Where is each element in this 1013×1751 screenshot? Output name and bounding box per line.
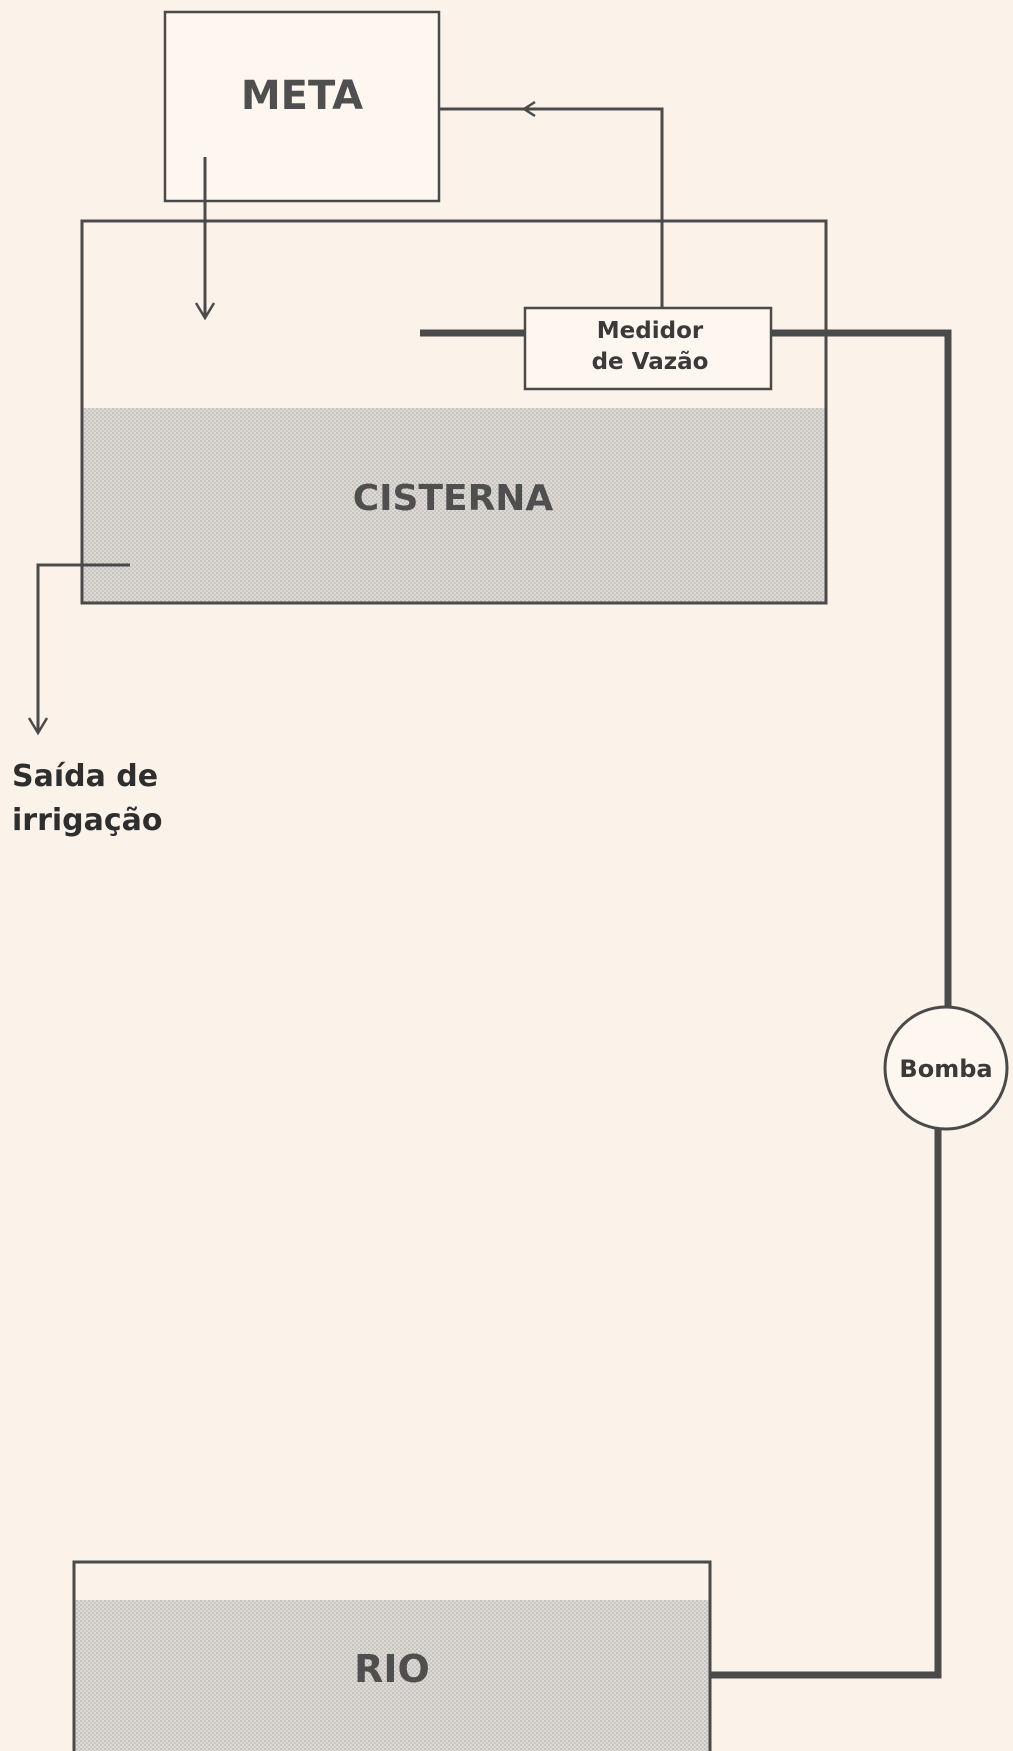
saida-label-line1: Saída de	[12, 759, 158, 794]
cisterna-water	[82, 408, 826, 603]
meta-label: META	[241, 73, 363, 119]
supply-pipe-lower	[645, 1129, 942, 1679]
irrigation-outlet-pipe	[36, 563, 130, 732]
rio-label: RIO	[354, 1647, 430, 1691]
medidor-label-line2: de Vazão	[592, 349, 709, 375]
rio-water	[74, 1600, 710, 1751]
bomba-circle	[883, 1005, 1009, 1131]
meta-box	[163, 10, 441, 203]
meta-arrow-head	[194, 302, 216, 321]
irrigation-arrow-head	[27, 717, 49, 736]
supply-pipe-upper	[771, 329, 952, 1008]
cisterna-tank	[80, 219, 828, 605]
saida-label-line2: irrigação	[12, 803, 163, 838]
feedback-line	[439, 107, 664, 308]
medidor-box	[523, 306, 773, 391]
feedback-arrow-head	[521, 100, 536, 118]
rio-tank	[72, 1560, 712, 1751]
medidor-label-line1: Medidor	[597, 318, 704, 344]
cisterna-label: CISTERNA	[353, 478, 554, 519]
bomba-label: Bomba	[899, 1055, 992, 1083]
